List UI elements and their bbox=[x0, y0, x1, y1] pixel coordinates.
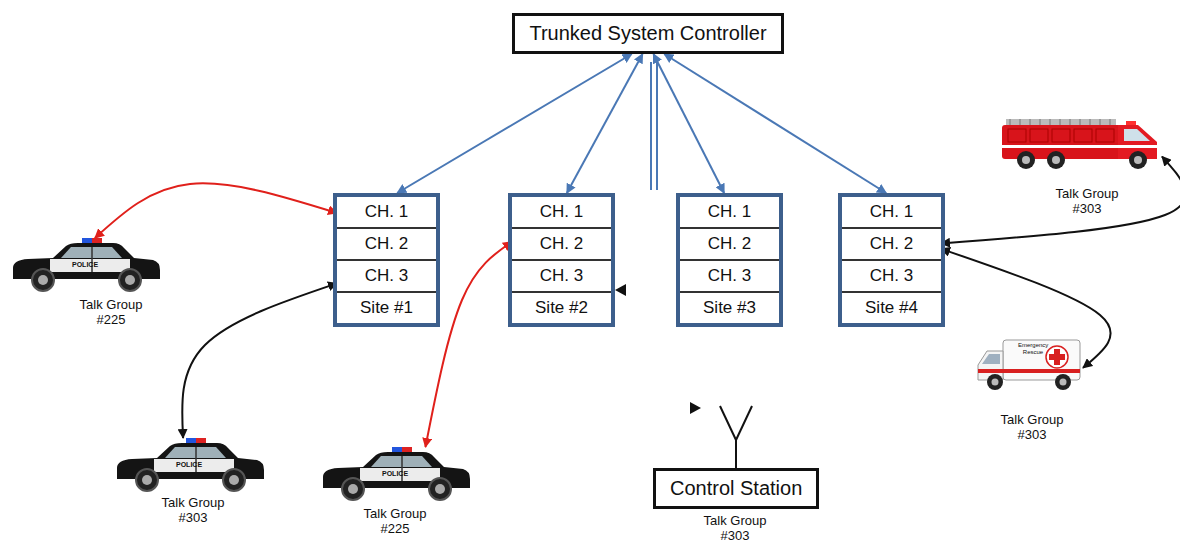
node-label: CH. 1 bbox=[365, 202, 408, 221]
talk-group-label: Talk Group #303 bbox=[995, 412, 1069, 442]
controller-box: Trunked System Controller bbox=[512, 13, 783, 54]
radio-link bbox=[567, 54, 643, 193]
controller-trunk-line bbox=[656, 62, 658, 190]
signal-arrowhead bbox=[615, 284, 626, 296]
node-label: Control Station bbox=[670, 477, 802, 499]
talk-group-label: Talk Group #303 bbox=[1050, 186, 1124, 216]
node-label: Site #1 bbox=[337, 293, 436, 323]
channel-cell: CH. 1 bbox=[337, 197, 436, 229]
vehicle-unit: Talk Group #225 bbox=[8, 238, 166, 327]
door-lettering: POLICE bbox=[72, 261, 98, 268]
radio-link bbox=[397, 54, 632, 193]
node-label: CH. 3 bbox=[540, 266, 583, 285]
channel-cell: CH. 2 bbox=[842, 229, 941, 261]
door-lettering: POLICE bbox=[176, 461, 202, 468]
fire-illustration bbox=[998, 108, 1162, 170]
channel-cell: CH. 3 bbox=[842, 261, 941, 293]
antenna-symbol bbox=[690, 402, 752, 468]
node-label: CH. 2 bbox=[870, 234, 913, 253]
radio-link bbox=[653, 54, 724, 193]
door-lettering: POLICE bbox=[382, 470, 408, 477]
channel-cell: CH. 3 bbox=[337, 261, 436, 293]
talk-group-label: Talk Group #303 bbox=[697, 514, 773, 544]
node-label: CH. 2 bbox=[540, 234, 583, 253]
radio-link bbox=[182, 283, 337, 438]
channel-cell: CH. 2 bbox=[680, 229, 779, 261]
node-label: CH. 3 bbox=[365, 266, 408, 285]
channel-cell: CH. 1 bbox=[842, 197, 941, 229]
talk-group-label: Talk Group #225 bbox=[74, 297, 148, 327]
node-label: CH. 2 bbox=[365, 234, 408, 253]
channel-cell: CH. 3 bbox=[512, 261, 611, 293]
channel-cell: CH. 3 bbox=[680, 261, 779, 293]
site-box: Site #2 CH. 1 CH. 2 CH. 3 bbox=[508, 193, 615, 327]
vehicle-unit: Talk Group #303 bbox=[998, 108, 1162, 216]
channel-cell: CH. 2 bbox=[512, 229, 611, 261]
node-label: CH. 3 bbox=[870, 266, 913, 285]
control-station-box: Control Station bbox=[653, 468, 819, 509]
site-box: Site #3 CH. 1 CH. 2 CH. 3 bbox=[676, 193, 783, 327]
radio-link bbox=[941, 249, 1111, 368]
radio-link bbox=[941, 157, 1180, 244]
node-label: CH. 2 bbox=[708, 234, 751, 253]
node-label: Site #2 bbox=[512, 293, 611, 323]
talk-group-label: Talk Group #225 bbox=[358, 506, 432, 536]
node-label: CH. 1 bbox=[540, 202, 583, 221]
controller-trunk-line bbox=[650, 62, 652, 190]
channel-cell: CH. 1 bbox=[512, 197, 611, 229]
node-label: CH. 3 bbox=[708, 266, 751, 285]
vehicle-unit: Talk Group #303 bbox=[112, 438, 270, 525]
site-box: Site #1 CH. 1 CH. 2 CH. 3 bbox=[333, 193, 440, 327]
node-label: Site #4 bbox=[842, 293, 941, 323]
site-box: Site #4 CH. 1 CH. 2 CH. 3 bbox=[838, 193, 945, 327]
channel-cell: CH. 1 bbox=[680, 197, 779, 229]
vehicle-lettering: Emergency Rescue bbox=[1018, 342, 1048, 356]
node-label: CH. 1 bbox=[708, 202, 751, 221]
node-label: Trunked System Controller bbox=[529, 22, 766, 44]
vehicle-unit: Talk Group #225 bbox=[318, 447, 476, 536]
radio-link bbox=[664, 54, 886, 193]
node-label: CH. 1 bbox=[870, 202, 913, 221]
node-label: Site #3 bbox=[680, 293, 779, 323]
talk-group-label: Talk Group #303 bbox=[156, 495, 230, 525]
radio-link bbox=[95, 183, 337, 238]
channel-cell: CH. 2 bbox=[337, 229, 436, 261]
